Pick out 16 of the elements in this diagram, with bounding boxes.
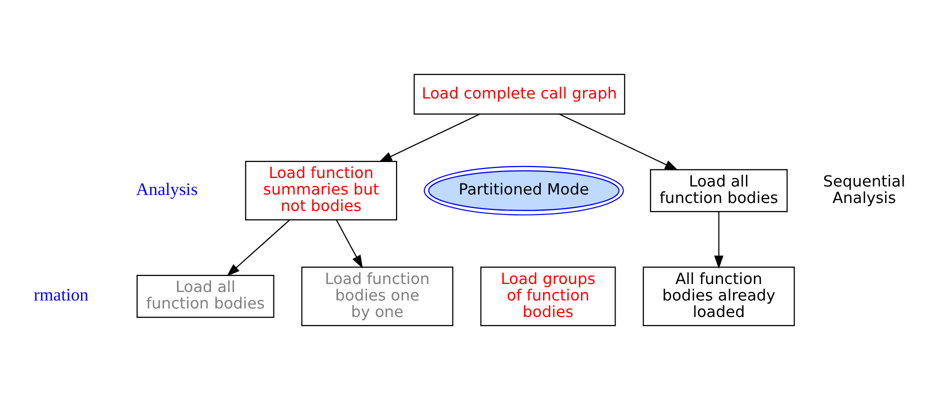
node-box: Load all function bodies (136, 274, 274, 318)
arrow (226, 220, 290, 276)
node-box: Load function summaries but not bodies (245, 160, 398, 220)
arrow (336, 220, 363, 268)
node-box: Load complete call graph (414, 74, 626, 115)
label: rmation (34, 284, 88, 305)
arrow (378, 114, 480, 162)
arrow (559, 114, 678, 170)
node-box: Load all function bodies (650, 169, 788, 212)
node-box: Load groups of function bodies (480, 266, 616, 326)
arrow (714, 212, 724, 269)
label: Sequential Analysis (823, 172, 906, 207)
node-box: All function bodies already loaded (642, 266, 795, 326)
node-box: Load function bodies one by one (301, 266, 454, 326)
node-ellipse: Partitioned Mode (424, 166, 624, 216)
label: Analysis (136, 178, 198, 199)
